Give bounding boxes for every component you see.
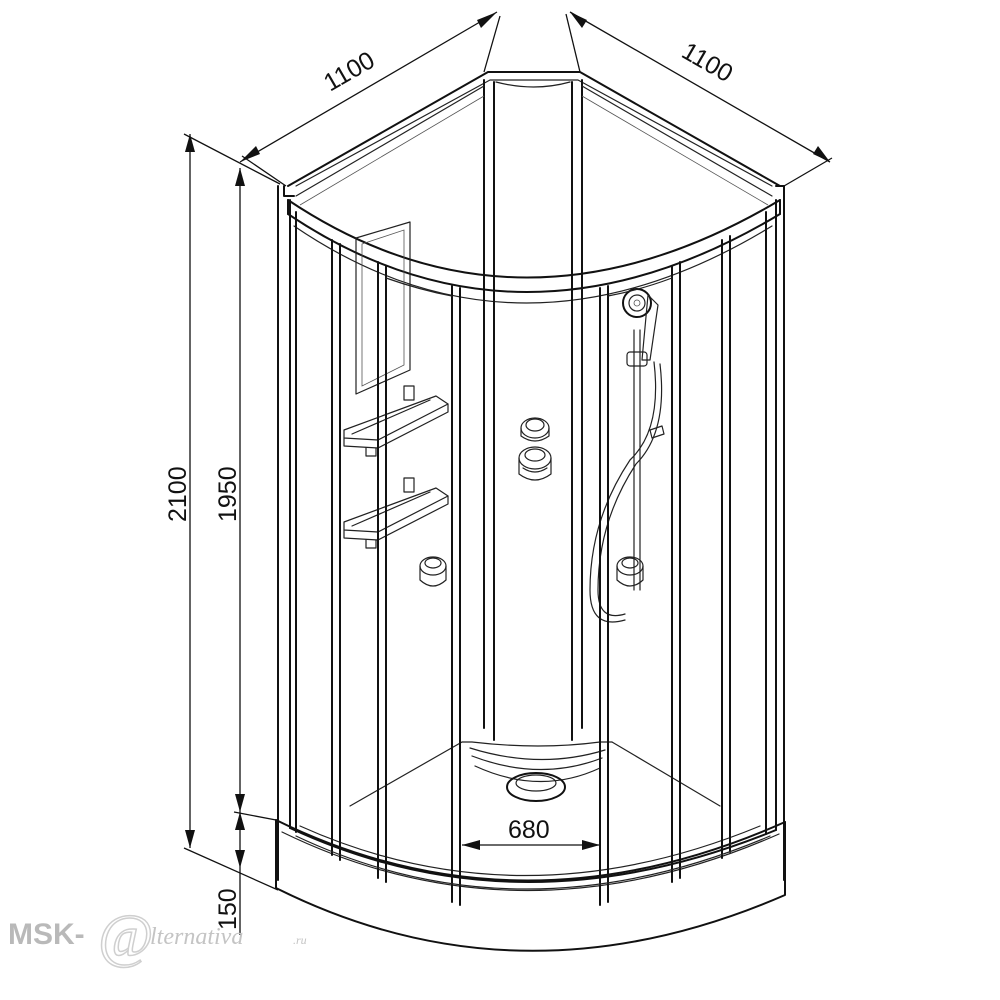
bottom-rail bbox=[289, 827, 777, 890]
mixer-valve-icon bbox=[518, 446, 552, 481]
watermark-logo: MSK- @ lternativa .ru bbox=[8, 902, 307, 970]
sliding-door-right bbox=[599, 261, 681, 906]
control-knob-left-icon bbox=[419, 556, 447, 587]
control-knob-upper-icon bbox=[520, 417, 550, 442]
dimension-total-height-label: 2100 bbox=[164, 466, 192, 522]
dimension-width-left-label: 1100 bbox=[319, 46, 380, 97]
dimension-total-height: 2100 bbox=[164, 133, 281, 891]
dimension-cabin-height-label: 1950 bbox=[214, 466, 242, 522]
dimension-width-right-label: 1100 bbox=[677, 37, 738, 88]
dimension-tray-height-label: 150 bbox=[214, 888, 242, 930]
watermark-domain: .ru bbox=[293, 933, 307, 947]
sliding-door-left bbox=[377, 261, 461, 906]
top-frame bbox=[283, 71, 785, 304]
watermark-symbol: @ bbox=[98, 903, 153, 969]
dimension-door-width: 680 bbox=[462, 816, 600, 850]
back-wall bbox=[295, 79, 773, 741]
control-knob-right-icon bbox=[616, 556, 644, 587]
watermark-prefix: MSK- bbox=[8, 918, 85, 951]
cabin-frame bbox=[277, 185, 785, 881]
shelf-lower bbox=[343, 477, 449, 549]
watermark-suffix: lternativa bbox=[150, 924, 243, 950]
drain-icon bbox=[506, 772, 566, 802]
hand-shower-icon bbox=[589, 288, 665, 623]
shelf-upper bbox=[343, 385, 449, 457]
dimension-door-width-label: 680 bbox=[508, 816, 550, 844]
dimension-width-right: 1100 bbox=[565, 11, 833, 187]
dimension-tray-height: 150 bbox=[214, 811, 277, 935]
dimension-cabin-height: 1950 bbox=[214, 168, 245, 812]
shower-tray bbox=[275, 741, 786, 952]
